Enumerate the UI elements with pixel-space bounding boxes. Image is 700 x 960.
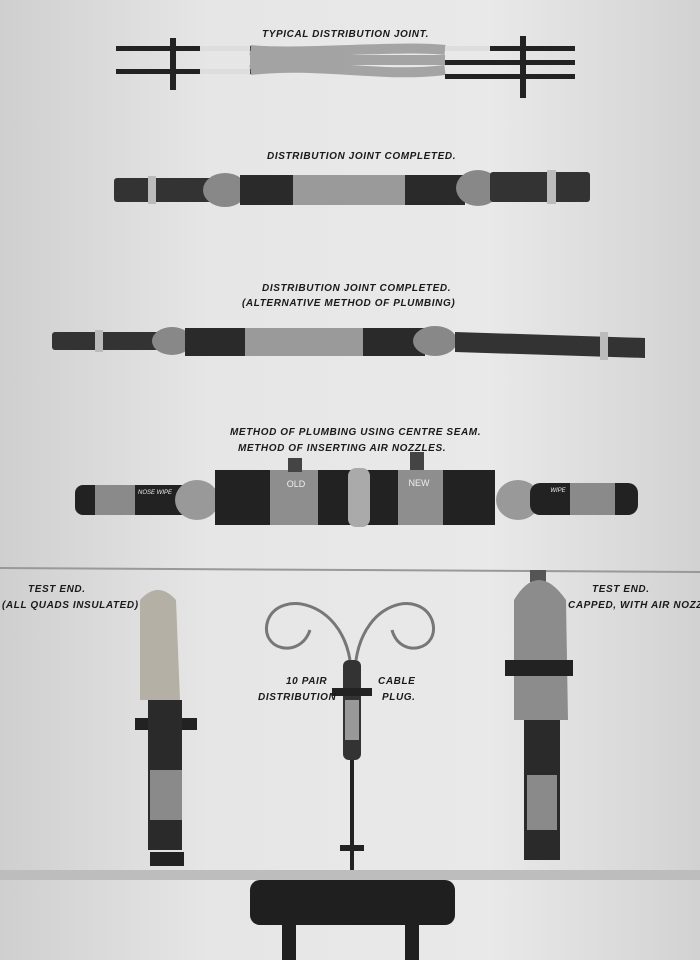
label-joint-completed: DISTRIBUTION JOINT COMPLETED. <box>267 151 457 162</box>
test-end-insulated <box>135 590 197 866</box>
label-test-right-2: CAPPED, WITH AIR NOZZLE) <box>568 600 700 611</box>
label-plug-4: PLUG. <box>382 692 416 703</box>
board-divider <box>0 567 700 573</box>
nose-wipe-mark: NOSE WIPE <box>138 490 173 496</box>
label-plug-1: 10 PAIR <box>286 676 328 687</box>
label-alt-2: (ALTERNATIVE METHOD OF PLUMBING) <box>242 298 456 309</box>
label-seam-2: METHOD OF INSERTING AIR NOZZLES. <box>238 443 447 454</box>
distribution-joint-alternative <box>52 326 645 360</box>
label-plug-3: DISTRIBUTION <box>258 692 337 703</box>
shelf-edge <box>0 870 700 880</box>
new-mark: NEW <box>409 478 431 488</box>
distribution-plug <box>265 602 435 870</box>
typical-distribution-joint <box>116 36 575 98</box>
label-alt-1: DISTRIBUTION JOINT COMPLETED. <box>262 283 452 294</box>
label-test-left-2: (ALL QUADS INSULATED) <box>2 600 139 611</box>
label-test-left-1: TEST END. <box>28 584 86 595</box>
label-plug-2: CABLE <box>378 676 416 687</box>
test-end-capped <box>505 570 573 860</box>
label-test-right-1: TEST END. <box>592 584 650 595</box>
label-seam-1: METHOD OF PLUMBING USING CENTRE SEAM. <box>230 427 482 438</box>
cast-junction-box <box>250 880 455 960</box>
wipe-mark: WIPE <box>550 488 566 494</box>
centre-seam-joint: OLD NEW NOSE WIPE WIPE <box>75 452 638 527</box>
label-typical-joint: TYPICAL DISTRIBUTION JOINT. <box>262 29 429 40</box>
distribution-joint-completed <box>114 170 590 207</box>
old-mark: OLD <box>287 479 306 489</box>
